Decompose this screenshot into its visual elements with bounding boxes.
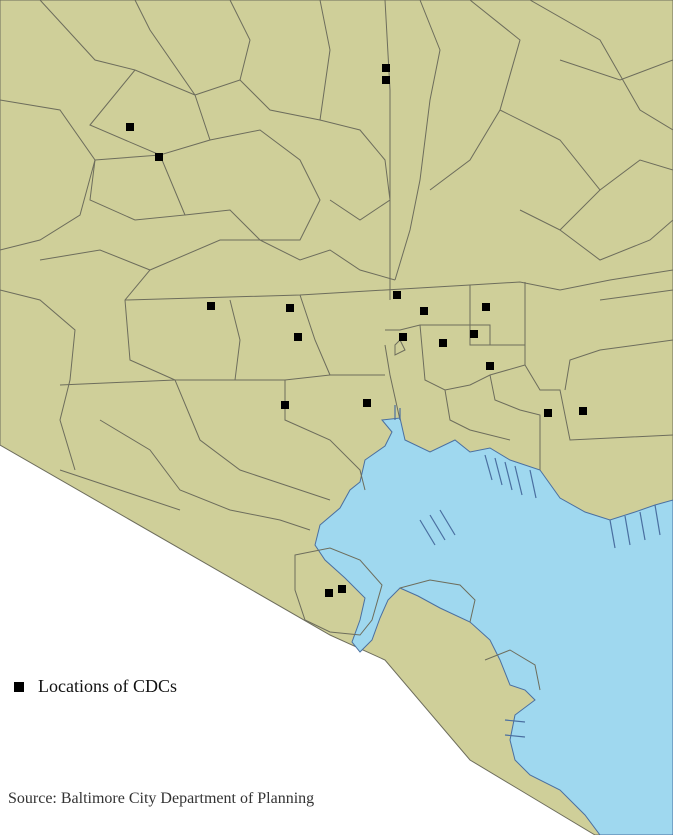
harbor-piers bbox=[394, 405, 661, 738]
cdc-marker bbox=[382, 76, 390, 84]
cdc-marker bbox=[207, 302, 215, 310]
cdc-marker bbox=[420, 307, 428, 315]
legend-label: Locations of CDCs bbox=[38, 676, 177, 696]
cdc-markers bbox=[126, 64, 587, 597]
cdc-marker bbox=[579, 407, 587, 415]
harbor-water bbox=[314, 417, 673, 835]
neighborhood-boundaries bbox=[0, 0, 673, 691]
cdc-marker bbox=[363, 399, 371, 407]
cdc-marker bbox=[338, 585, 346, 593]
cdc-marker bbox=[439, 339, 447, 347]
cdc-marker bbox=[126, 123, 134, 131]
cdc-marker bbox=[155, 153, 163, 161]
cdc-marker bbox=[482, 303, 490, 311]
source-note: Source: Baltimore City Department of Pla… bbox=[8, 790, 315, 807]
cdc-marker bbox=[393, 291, 401, 299]
cdc-marker bbox=[544, 409, 552, 417]
square-marker-icon bbox=[14, 681, 24, 692]
cdc-marker bbox=[399, 333, 407, 341]
cdc-marker bbox=[486, 362, 494, 370]
cdc-marker bbox=[286, 304, 294, 312]
cdc-marker bbox=[470, 330, 478, 338]
map-legend: Locations of CDCs bbox=[14, 676, 177, 697]
cdc-marker bbox=[281, 401, 289, 409]
cdc-marker bbox=[382, 64, 390, 72]
cdc-marker bbox=[294, 333, 302, 341]
cdc-marker bbox=[325, 589, 333, 597]
